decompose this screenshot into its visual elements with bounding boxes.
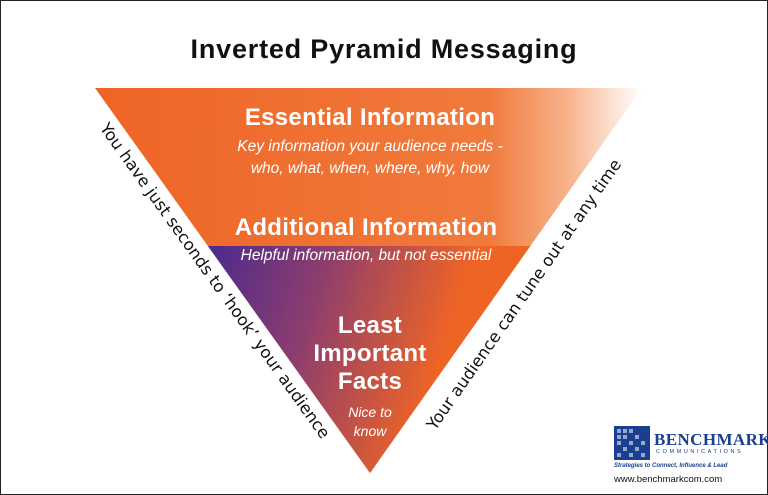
diagram-title: Inverted Pyramid Messaging [190, 34, 578, 64]
benchmark-tagline: Strategies to Connect, Influence & Lead [614, 463, 728, 469]
benchmark-logo: BENCHMARK COMMUNICATIONS Strategies to C… [610, 425, 768, 487]
benchmark-website: www.benchmarkcom.com [614, 474, 723, 485]
additional-heading: Additional Information [234, 214, 498, 241]
additional-subtitle: Helpful information, but not essential [240, 247, 492, 264]
least-heading-line-3: Facts [337, 368, 403, 395]
least-note-line-2: know [353, 423, 387, 439]
benchmark-logo-mark [614, 426, 650, 460]
least-heading-line-2: Important [313, 340, 427, 367]
essential-line-1: Key information your audience needs - [237, 138, 503, 155]
least-note-line-1: Nice to [348, 404, 392, 420]
essential-line-2: who, what, when, where, why, how [250, 160, 490, 177]
least-heading-line-1: Least [337, 312, 403, 339]
benchmark-brand-name: BENCHMARK [654, 430, 768, 449]
benchmark-brand-sub: COMMUNICATIONS [656, 449, 744, 455]
essential-heading: Essential Information [244, 104, 496, 131]
